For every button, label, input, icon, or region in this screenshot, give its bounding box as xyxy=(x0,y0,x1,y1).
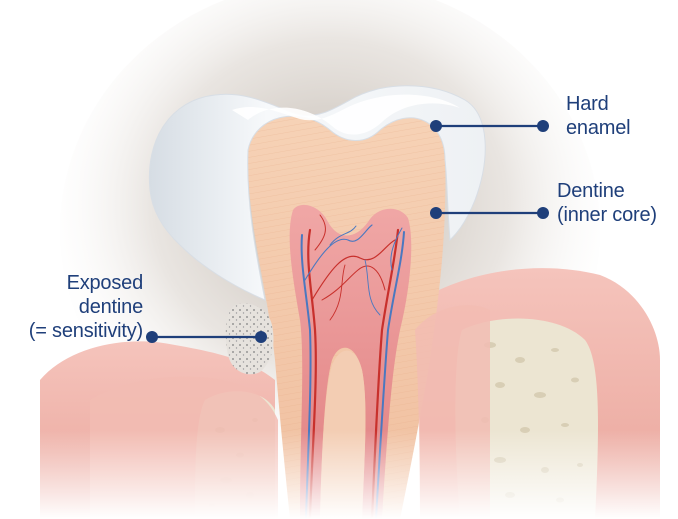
label-hard-enamel-line1: Hard xyxy=(566,92,630,116)
label-hard-enamel-line2: enamel xyxy=(566,116,630,140)
label-dentine-line1: Dentine xyxy=(557,179,657,203)
label-exposed-dentine-line2: dentine xyxy=(5,295,143,319)
label-dentine-line2: (inner core) xyxy=(557,203,657,227)
label-exposed-dentine-line1: Exposed xyxy=(5,271,143,295)
label-hard-enamel: Hard enamel xyxy=(566,92,630,140)
label-exposed-dentine-line3: (= sensitivity) xyxy=(5,319,143,343)
label-dentine: Dentine (inner core) xyxy=(557,179,657,227)
label-exposed-dentine: Exposed dentine (= sensitivity) xyxy=(5,271,143,343)
leader-dot-exposed-dentine xyxy=(255,331,267,343)
